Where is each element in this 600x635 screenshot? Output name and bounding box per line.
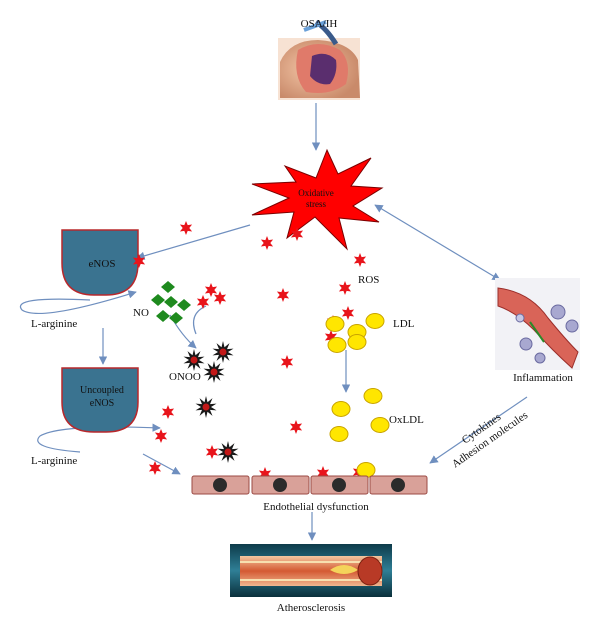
ldl-particles bbox=[325, 313, 390, 478]
no-diamond bbox=[161, 281, 175, 293]
ldl-label: LDL bbox=[393, 318, 415, 330]
ldl-particle bbox=[356, 462, 376, 478]
ros-star bbox=[213, 291, 227, 305]
atherosclerosis-illustration bbox=[230, 544, 392, 597]
uncoupled-enos-shape bbox=[61, 367, 139, 433]
l-arginine-label-2: L-arginine bbox=[31, 455, 77, 467]
uncoupled-label-line1: Uncoupled bbox=[80, 385, 124, 396]
ros-star bbox=[205, 445, 219, 459]
ros-star bbox=[289, 420, 303, 434]
flow-arrows bbox=[19, 103, 528, 541]
enos-shape bbox=[61, 229, 139, 296]
oxidative-stress-label-line1: Oxidative bbox=[298, 188, 334, 198]
arrow-enos-to-no-curve bbox=[193, 305, 207, 335]
onoo-label: ONOO bbox=[169, 371, 201, 383]
ros-star bbox=[353, 253, 367, 267]
no-diamond bbox=[151, 294, 165, 306]
oxldl-label: OxLDL bbox=[389, 414, 424, 426]
ldl-particle bbox=[331, 401, 351, 417]
ldl-particle bbox=[365, 313, 385, 329]
ldl-particle bbox=[325, 316, 345, 332]
no-label: NO bbox=[133, 307, 149, 319]
arrow-left-to-endothelium bbox=[142, 453, 181, 475]
onoo-center bbox=[190, 356, 198, 364]
l-arginine-label: L-arginine bbox=[31, 318, 77, 330]
onoo-center bbox=[202, 403, 210, 411]
no-molecules bbox=[151, 281, 191, 324]
inflammation-label: Inflammation bbox=[513, 372, 573, 384]
ros-star bbox=[260, 236, 274, 250]
ldl-particle bbox=[370, 417, 390, 433]
onoo-center bbox=[224, 448, 232, 456]
ros-star bbox=[132, 254, 146, 268]
ros-star bbox=[316, 466, 330, 480]
ros-star bbox=[148, 461, 162, 475]
ldl-particle bbox=[329, 426, 349, 442]
osa-head-illustration bbox=[278, 19, 360, 100]
ros-star bbox=[161, 405, 175, 419]
ros-star bbox=[280, 355, 294, 369]
ros-star bbox=[204, 283, 218, 297]
onoo-center bbox=[219, 348, 227, 356]
ros-star bbox=[179, 221, 193, 235]
uncoupled-label-line2: eNOS bbox=[90, 398, 114, 409]
ldl-particle bbox=[363, 388, 383, 404]
no-diamond bbox=[177, 299, 191, 311]
ros-star bbox=[154, 429, 168, 443]
ros-label: ROS bbox=[358, 274, 379, 286]
ros-star bbox=[324, 330, 338, 344]
arrow-l-arginine-top bbox=[19, 290, 137, 315]
ros-star bbox=[338, 281, 352, 295]
inflammation-illustration bbox=[495, 278, 580, 370]
ldl-particle bbox=[347, 334, 367, 350]
cell-nucleus bbox=[273, 478, 287, 492]
ros-star bbox=[258, 467, 272, 481]
enos-label: eNOS bbox=[89, 258, 116, 270]
endothelial-layer bbox=[191, 475, 428, 495]
ros-star bbox=[196, 295, 210, 309]
atherosclerosis-label: Atherosclerosis bbox=[277, 602, 345, 614]
no-diamond bbox=[164, 296, 178, 308]
cell-nucleus bbox=[213, 478, 227, 492]
ros-star bbox=[290, 227, 304, 241]
arrow-oxidative-inflammation bbox=[374, 204, 501, 281]
onoo-center bbox=[210, 368, 218, 376]
ros-star bbox=[276, 288, 290, 302]
ros-star bbox=[341, 306, 355, 320]
cell-nucleus bbox=[391, 478, 405, 492]
onoo-molecules bbox=[183, 341, 239, 463]
oxidative-stress-burst bbox=[251, 148, 384, 251]
ldl-particle bbox=[327, 337, 347, 353]
osa-label: OSA/IH bbox=[301, 18, 338, 30]
no-diamond bbox=[156, 310, 170, 322]
endothelial-dysfunction-label: Endothelial dysfunction bbox=[263, 501, 369, 513]
arrow-inflammation-to-endothelium bbox=[429, 396, 528, 464]
no-diamond bbox=[169, 312, 183, 324]
arrow-oxidative-to-enos bbox=[136, 224, 251, 260]
oxidative-stress-label-line2: stress bbox=[306, 199, 326, 209]
cell-nucleus bbox=[332, 478, 346, 492]
